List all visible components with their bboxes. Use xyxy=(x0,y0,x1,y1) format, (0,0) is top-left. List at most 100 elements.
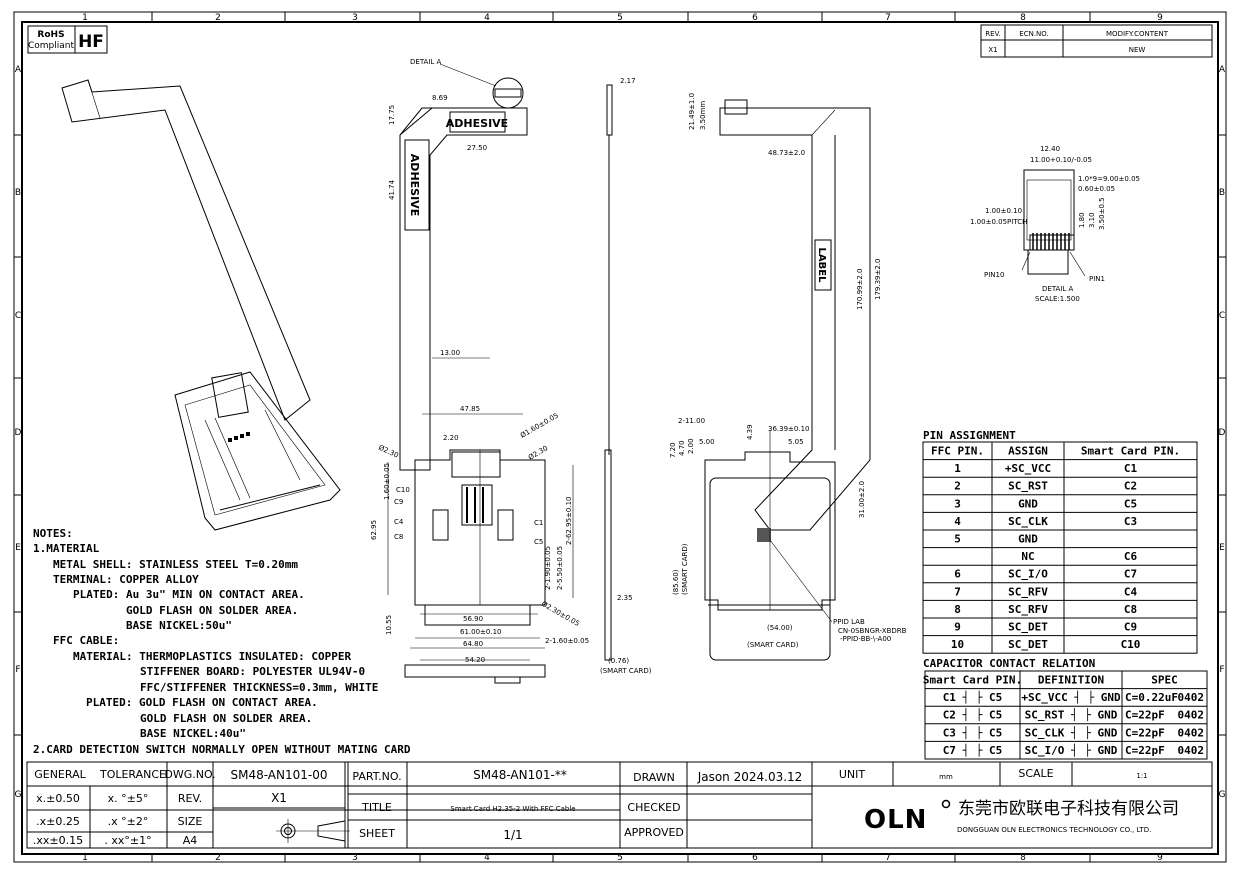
pin-table-cell: C6 xyxy=(1124,550,1138,563)
tolerance-value: .xx±0.15 xyxy=(33,834,83,847)
zone-letter: B xyxy=(15,188,21,198)
zone-number: 8 xyxy=(1020,853,1026,863)
note-line: FFC/STIFFENER THICKNESS=0.3mm, WHITE xyxy=(140,681,378,694)
capacitor-table-header: SPEC xyxy=(1151,674,1178,687)
approved-label: APPROVED xyxy=(624,826,684,839)
note-line: STIFFENER BOARD: POLYESTER UL94V-0 xyxy=(140,665,365,678)
contact-label: C8 xyxy=(394,533,403,541)
detail-scale: SCALE:1.500 xyxy=(1035,295,1080,303)
isometric-view xyxy=(61,79,341,531)
pin-table-title: PIN ASSIGNMENT xyxy=(923,429,1016,442)
dwg-no-label: DWG.NO. xyxy=(164,768,215,781)
zone-letter: E xyxy=(15,543,21,553)
pin-table-cell: C9 xyxy=(1124,621,1137,634)
pin-table-cell: 5 xyxy=(954,533,961,546)
dim: 2-11.00 xyxy=(678,417,705,425)
rohs-badge: RoHS Compliant HF xyxy=(27,25,108,54)
pin10-label: PIN10 xyxy=(984,271,1004,279)
zone-letter: A xyxy=(15,65,22,75)
dwg-no-value: SM48-AN101-00 xyxy=(231,768,328,782)
zone-letter: G xyxy=(1219,790,1226,800)
dim: 3.50mm xyxy=(699,101,707,130)
zone-letter: C xyxy=(1219,311,1225,321)
pin-table-cell: SC_CLK xyxy=(1008,515,1048,528)
pin-table-cell: C7 xyxy=(1124,568,1137,581)
dim: 13.00 xyxy=(440,349,460,357)
dim: 5.05 xyxy=(788,438,804,446)
pin-table-cell: C4 xyxy=(1124,585,1138,598)
dim: 5.00 xyxy=(699,438,715,446)
dim: 1.0*9=9.00±0.05 xyxy=(1078,175,1140,183)
contact-label: C1 xyxy=(534,519,543,527)
capacitor-package-cell: 0402 xyxy=(1178,709,1205,722)
dim: 56.90 xyxy=(463,615,483,623)
contact-label: C5 xyxy=(534,538,543,546)
note-line: 1.MATERIAL xyxy=(33,542,100,555)
dim: 36.39±0.10 xyxy=(768,425,810,433)
pin-table-cell: SC_RFV xyxy=(1008,585,1048,598)
pin-table-cell: SC_DET xyxy=(1008,621,1048,634)
rear-view: LABEL (54.00) (SMART CARD) PPID LAB CN-0… xyxy=(669,93,907,661)
zone-letter: D xyxy=(1219,428,1226,438)
dim: 179.39±2.0 xyxy=(874,259,882,301)
tolerance-value: .x °±2° xyxy=(108,815,149,828)
zone-number: 5 xyxy=(617,853,623,863)
note-line: TERMINAL: COPPER ALLOY xyxy=(53,573,199,586)
dim: 2-62.95±0.10 xyxy=(565,497,573,545)
zone-number: 6 xyxy=(752,853,758,863)
contact-label: C4 xyxy=(394,518,404,526)
dim: 170.99±2.0 xyxy=(856,269,864,311)
size-value: A4 xyxy=(183,834,198,847)
revision-table: REV. ECN.NO. MODIFY.CONTENT X1 NEW xyxy=(980,24,1213,58)
dim: 1.00±0.05PITCH xyxy=(970,218,1027,226)
capacitor-table-title: CAPACITOR CONTACT RELATION xyxy=(923,657,1095,670)
pin-table-header: FFC PIN. xyxy=(931,445,984,458)
contact-label: C9 xyxy=(394,498,403,506)
zone-number: 5 xyxy=(617,13,623,23)
dim: 0.60±0.05 xyxy=(1078,185,1115,193)
pin-table-cell: 10 xyxy=(951,638,964,651)
rev-header: REV. xyxy=(985,30,1000,38)
zone-number: 3 xyxy=(352,13,358,23)
zone-number: 7 xyxy=(885,853,891,863)
dim: 1.80 xyxy=(1078,212,1086,228)
zone-letter: E xyxy=(1219,543,1225,553)
contact-label: C10 xyxy=(396,486,410,494)
modify-value: NEW xyxy=(1129,46,1146,54)
dim: 4.39 xyxy=(746,424,754,440)
capacitor-package-cell: 0402 xyxy=(1178,691,1205,704)
dim: 10.55 xyxy=(385,615,393,635)
note-line: GOLD FLASH ON SOLDER AREA. xyxy=(126,604,298,617)
dim: 62.95 xyxy=(370,520,378,540)
zone-letter: D xyxy=(15,428,22,438)
zone-number: 4 xyxy=(484,853,490,863)
note-line: 2.CARD DETECTION SWITCH NORMALLY OPEN WI… xyxy=(33,743,411,756)
dim: (0.76) xyxy=(608,657,629,665)
part-no-value: SM48-AN101-** xyxy=(473,768,567,782)
dim: (85.60) xyxy=(672,569,680,595)
registered-mark-icon xyxy=(941,799,951,809)
zone-letter: A xyxy=(1219,65,1226,75)
dim-note: (SMART CARD) xyxy=(681,543,689,595)
ppid-label: PPID LAB xyxy=(833,618,865,626)
dim: 47.85 xyxy=(460,405,480,413)
dim: 2-1.60±0.05 xyxy=(545,637,589,645)
sheet-value: 1/1 xyxy=(503,828,522,842)
pin-table-cell: C1 xyxy=(1124,462,1138,475)
dim: 31.00±2.0 xyxy=(858,481,866,518)
capacitor-spec-cell: C=0.22uF xyxy=(1125,691,1178,704)
rohs-text: RoHS xyxy=(37,30,64,40)
pin-table-cell: SC_I/O xyxy=(1008,568,1048,581)
dim: 7.20 xyxy=(669,442,677,458)
capacitor-pin-cell: C1 ┤ ├ C5 xyxy=(943,690,1003,704)
title-block: GENERAL TOLERANCE x.±0.50 x. °±5° .x±0.2… xyxy=(26,761,1213,849)
dim: 54.20 xyxy=(465,656,485,664)
size-label: SIZE xyxy=(178,815,203,828)
capacitor-pin-cell: C2 ┤ ├ C5 xyxy=(943,708,1003,722)
capacitor-definition-cell: SC_CLK ┤ ├ GND xyxy=(1025,725,1118,739)
pin-table-cell: C3 xyxy=(1124,515,1137,528)
detail-a-callout: DETAIL A xyxy=(410,58,442,66)
zone-number: 7 xyxy=(885,13,891,23)
